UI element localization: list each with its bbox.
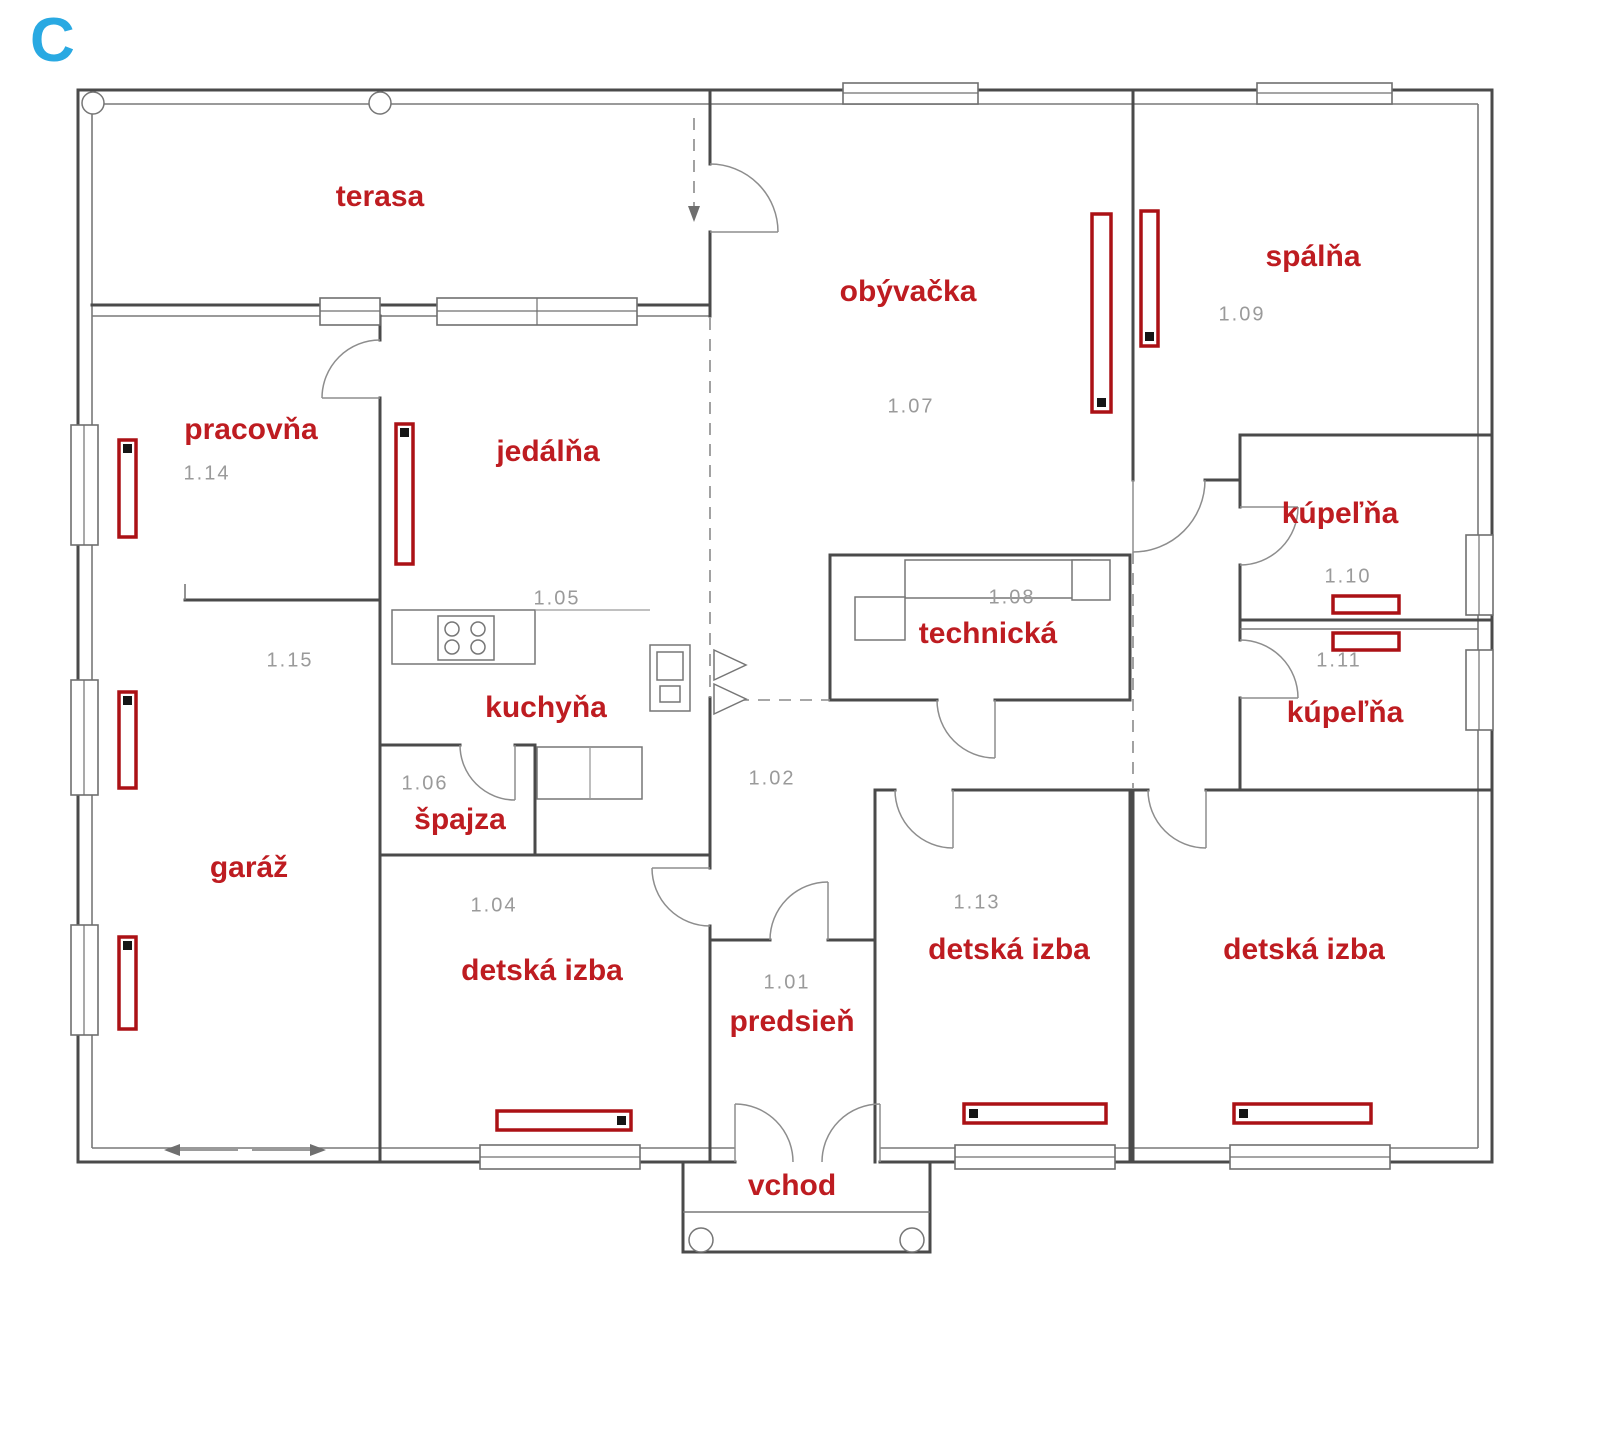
- room-label-predsien: predsieň: [729, 1005, 855, 1038]
- column-post-icon: [899, 1227, 925, 1253]
- plan-variant-letter: C: [30, 6, 75, 75]
- room-number-obyvacka: 1.07: [887, 395, 935, 418]
- room-label-kupelna-dolna: kúpeľňa: [1286, 696, 1404, 729]
- room-label-technicka: technická: [918, 617, 1058, 650]
- room-label-detska-lava: detská izba: [461, 954, 623, 987]
- room-label-kuchyna: kuchyňa: [485, 691, 607, 724]
- room-label-vchod: vchod: [747, 1169, 837, 1202]
- doors: [321, 163, 1299, 1163]
- radiator-icon: [1331, 631, 1401, 652]
- sink-icon: [713, 648, 748, 716]
- radiator-icon: [117, 690, 138, 790]
- open-plan-dashed-lines: [688, 118, 1134, 788]
- radiator-icon: [1331, 594, 1401, 615]
- stove-icon: [437, 615, 495, 661]
- oven-cabinet-icon: [649, 644, 691, 712]
- room-number-pracovna: 1.14: [183, 462, 231, 485]
- radiator-icon: [1232, 1102, 1373, 1125]
- room-number-spajza: 1.06: [401, 772, 449, 795]
- room-number-detska-stredna: 1.13: [953, 891, 1001, 914]
- room-label-garaz: garáž: [209, 851, 289, 884]
- room-number-detska-lava: 1.04: [470, 894, 518, 917]
- garage-door-icon: [164, 1144, 326, 1156]
- room-label-spalna: spálňa: [1265, 240, 1361, 273]
- radiator-icon: [117, 935, 138, 1031]
- room-number-predsien: 1.01: [763, 971, 811, 994]
- room-number-kupelna-horna: 1.10: [1324, 565, 1372, 588]
- room-number-kupelna-dolna: 1.11: [1316, 649, 1362, 672]
- room-label-terasa: terasa: [335, 180, 425, 213]
- room-label-kupelna-horna: kúpeľňa: [1281, 497, 1399, 530]
- radiator-icon: [962, 1102, 1108, 1125]
- windows: [70, 82, 1494, 1170]
- column-post-icon: [368, 91, 392, 115]
- radiators: [117, 209, 1401, 1132]
- internal-walls: [90, 88, 1494, 1164]
- room-number-garaz: 1.15: [266, 649, 314, 672]
- room-label-jedalna: jedálňa: [496, 435, 600, 468]
- room-number-technicka: 1.08: [988, 586, 1036, 609]
- room-number-spalna: 1.09: [1218, 303, 1266, 326]
- technical-equipment: [854, 559, 1111, 641]
- radiator-icon: [394, 422, 415, 566]
- room-number-jedalna: 1.05: [533, 587, 581, 610]
- room-label-detska-prava: detská izba: [1223, 933, 1385, 966]
- radiator-icon: [117, 438, 138, 539]
- entrance-porch: [683, 1211, 930, 1253]
- column-post-icon: [81, 91, 105, 115]
- room-label-obyvacka: obývačka: [839, 275, 977, 308]
- room-label-pracovna: pracovňa: [184, 413, 318, 446]
- column-post-icon: [688, 1227, 714, 1253]
- radiator-icon: [495, 1109, 633, 1132]
- room-label-detska-stredna: detská izba: [928, 933, 1090, 966]
- fixtures: [81, 91, 1111, 1253]
- room-number-chodba: 1.02: [748, 767, 796, 790]
- room-label-spajza: špajza: [414, 803, 506, 836]
- radiator-icon: [1090, 212, 1113, 414]
- radiator-icon: [1139, 209, 1160, 348]
